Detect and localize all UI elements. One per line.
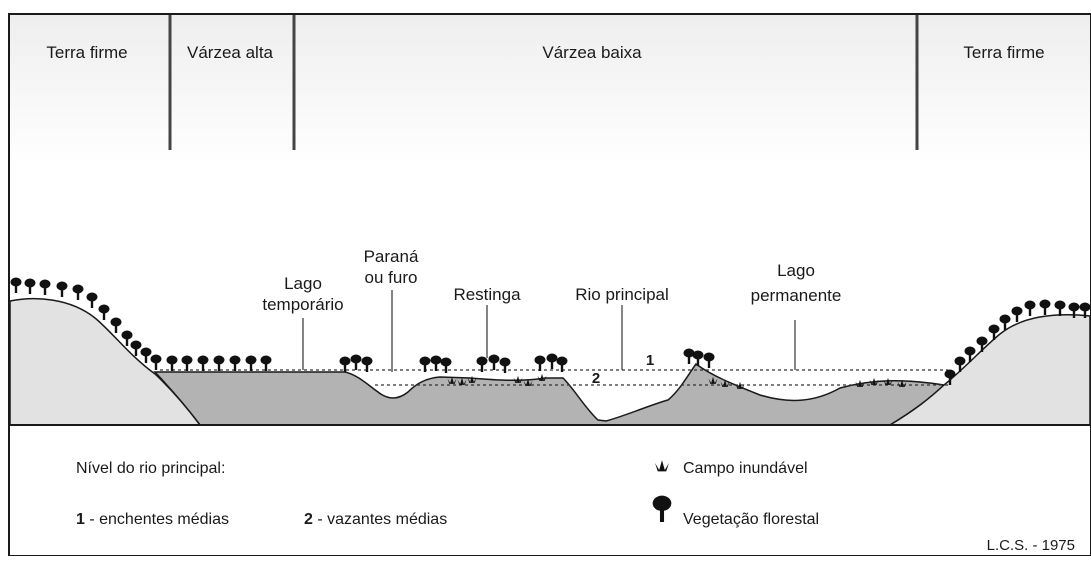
zone-label-terra-firme-left: Terra firme	[46, 43, 127, 62]
vegetacao-florestal-icon	[652, 495, 672, 522]
tree-icon	[1039, 299, 1051, 315]
legend-level-2-number: 2	[304, 511, 313, 528]
zone-label-terra-firme-right: Terra firme	[963, 43, 1044, 62]
zone-label-varzea-baixa: Várzea baixa	[542, 43, 642, 62]
tree-icon	[166, 355, 178, 371]
tree-icon	[229, 355, 241, 371]
forest-vegetation-group	[10, 277, 1091, 385]
legend-level-2-text: - vazantes médias	[313, 511, 447, 528]
tree-icon	[72, 284, 84, 300]
grass-icon	[457, 377, 467, 385]
tree-icon	[350, 354, 362, 370]
grass-icon	[537, 373, 547, 381]
tree-icon	[110, 317, 122, 333]
tree-icon	[86, 292, 98, 308]
tree-icon	[419, 356, 431, 372]
tree-icon	[476, 356, 488, 372]
grass-icon	[467, 375, 477, 383]
tree-icon	[1024, 300, 1036, 316]
legend-level-2: 2 - vazantes médias	[304, 511, 447, 528]
tree-icon	[988, 324, 1000, 340]
label-lago-permanente-line1: Lago	[777, 261, 815, 280]
tree-icon	[1079, 302, 1091, 318]
tree-icon	[440, 357, 452, 373]
tree-icon	[1068, 302, 1080, 318]
tree-icon	[499, 357, 511, 373]
tree-icon	[213, 355, 225, 371]
tree-icon	[181, 355, 193, 371]
legend-level-1-number: 1	[76, 511, 85, 528]
tree-icon	[976, 336, 988, 352]
zone-label-varzea-alta: Várzea alta	[187, 43, 274, 62]
tree-icon	[546, 353, 558, 369]
grass-icon	[897, 379, 907, 387]
label-parana-line2: ou furo	[365, 268, 418, 287]
label-lago-temporario-line1: Lago	[284, 274, 322, 293]
label-parana-line1: Paraná	[364, 247, 419, 266]
tree-icon	[197, 355, 209, 371]
water-body	[153, 362, 946, 426]
tree-icon	[24, 278, 36, 294]
tree-icon	[430, 355, 442, 371]
label-lago-permanente-line2: permanente	[751, 286, 842, 305]
tree-icon	[954, 356, 966, 372]
tree-icon	[56, 281, 68, 297]
level-marker-2: 2	[592, 370, 600, 387]
grass-icon	[655, 460, 669, 472]
tree-icon	[39, 279, 51, 295]
campo-inundavel-icon	[655, 460, 669, 472]
grass-icon	[883, 377, 893, 385]
label-rio-principal: Rio principal	[575, 285, 669, 304]
label-restinga: Restinga	[453, 285, 521, 304]
level-marker-1: 1	[646, 352, 654, 369]
grass-icon	[869, 377, 879, 385]
grass-icon	[523, 378, 533, 386]
left-hill	[9, 297, 202, 426]
tree-icon	[964, 346, 976, 362]
grass-icon	[855, 379, 865, 387]
tree-icon	[999, 314, 1011, 330]
flooded-field-group	[447, 373, 907, 389]
legend-level-1-text: - enchentes médias	[85, 511, 229, 528]
tree-icon	[130, 340, 142, 356]
tree-icon	[98, 304, 110, 320]
tree-icon	[703, 352, 715, 368]
tree-icon	[140, 347, 152, 363]
tree-icon	[10, 277, 22, 293]
tree-icon	[652, 495, 672, 522]
grass-icon	[447, 376, 457, 384]
tree-icon	[150, 354, 162, 370]
legend-campo-inundavel: Campo inundável	[683, 460, 808, 477]
zone-header-band	[10, 15, 1090, 165]
legend-vegetacao-florestal: Vegetação florestal	[683, 511, 819, 528]
tree-icon	[488, 354, 500, 370]
label-lago-temporario-line2: temporário	[262, 295, 343, 314]
tree-icon	[339, 356, 351, 372]
grass-icon	[708, 376, 718, 384]
tree-icon	[245, 355, 257, 371]
tree-icon	[944, 369, 956, 385]
tree-icon	[692, 350, 704, 366]
grass-icon	[735, 381, 745, 389]
credit: L.C.S. - 1975	[987, 537, 1075, 554]
tree-icon	[534, 355, 546, 371]
tree-icon	[556, 356, 568, 372]
grass-icon	[513, 375, 523, 383]
tree-icon	[260, 355, 272, 371]
legend-title: Nível do rio principal:	[76, 460, 225, 477]
tree-icon	[121, 330, 133, 346]
tree-icon	[683, 348, 695, 364]
legend-level-1: 1 - enchentes médias	[76, 511, 229, 528]
grass-icon	[720, 379, 730, 387]
tree-icon	[1011, 306, 1023, 322]
tree-icon	[361, 356, 373, 372]
tree-icon	[1054, 300, 1066, 316]
